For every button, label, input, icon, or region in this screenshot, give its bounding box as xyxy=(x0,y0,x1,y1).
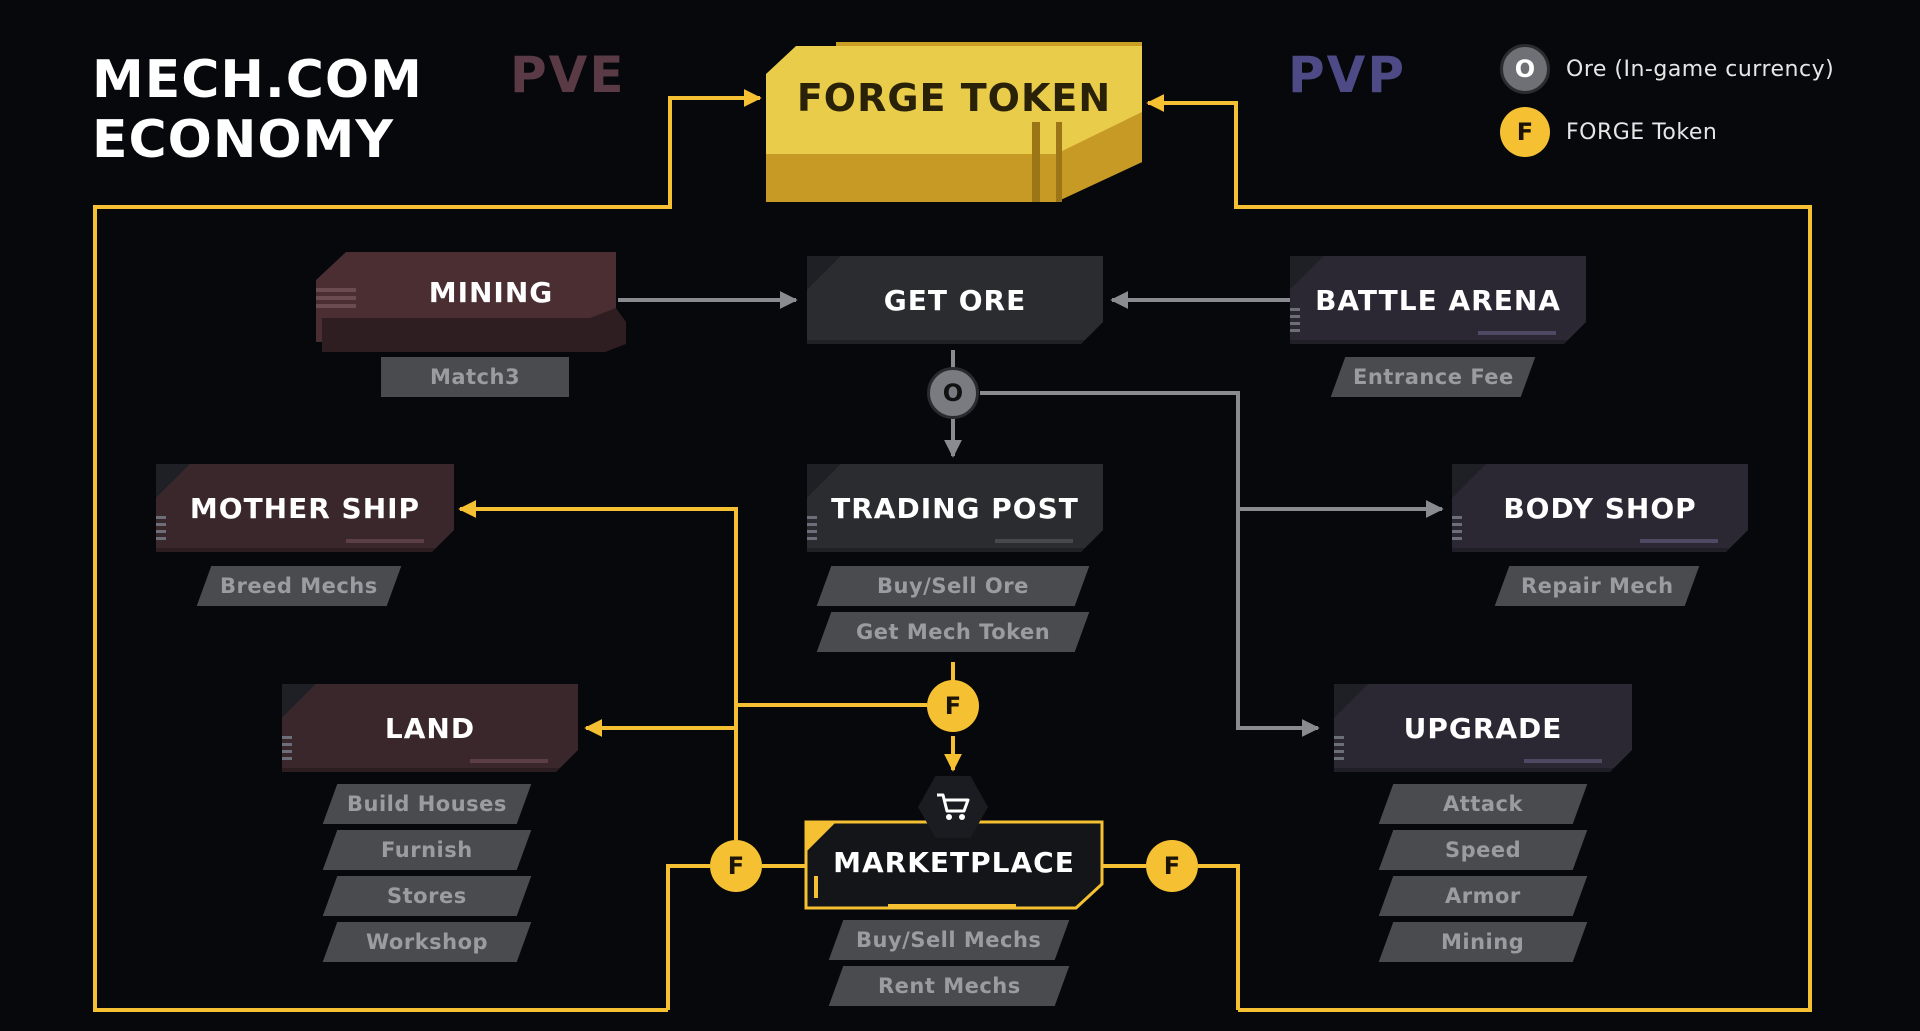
land-notch xyxy=(282,684,316,718)
battle-arena-bar xyxy=(1478,331,1556,335)
diagram-title-line-2: ECONOMY xyxy=(92,110,395,170)
forge-flow-badge-right: F xyxy=(1146,840,1198,892)
body-shop-notch xyxy=(1452,464,1486,498)
mother-ship-ticks xyxy=(156,516,166,540)
tag-stores: Stores xyxy=(322,876,532,916)
land-bar xyxy=(470,759,548,763)
diagram-title-line-1: MECH.COM xyxy=(92,50,423,110)
upgrade-node: UPGRADE xyxy=(1334,684,1632,772)
tag-furnish: Furnish xyxy=(322,830,532,870)
get-ore-notch xyxy=(807,256,841,290)
forge-flow-badge-left: F xyxy=(710,840,762,892)
ore-icon: O xyxy=(1500,44,1550,94)
battle-arena-ticks xyxy=(1290,308,1300,332)
upgrade-notch xyxy=(1334,684,1368,718)
get-ore-label: GET ORE xyxy=(883,283,1027,317)
mother-ship-notch xyxy=(156,464,190,498)
tag-rent-mechs: Rent Mechs xyxy=(828,966,1070,1006)
tag-build-houses: Build Houses xyxy=(322,784,532,824)
tag-attack: Attack xyxy=(1378,784,1588,824)
marketplace-frame xyxy=(804,820,1104,910)
tag-repair-mech: Repair Mech xyxy=(1494,566,1700,606)
ore-flow-badge: O xyxy=(927,367,979,419)
frame-left-to-forge xyxy=(93,89,762,1012)
shopping-cart-icon xyxy=(937,793,970,820)
legend-forge-label: FORGE Token xyxy=(1566,119,1718,145)
legend-forge: F FORGE Token xyxy=(1500,107,1717,157)
forge-token-label: FORGE TOKEN xyxy=(796,76,1112,120)
ore-to-upgrade-arrow xyxy=(1236,509,1320,737)
mining-node: MINING xyxy=(316,252,626,352)
trading-post-label: TRADING POST xyxy=(831,491,1079,525)
battle-arena-node: BATTLE ARENA xyxy=(1290,256,1586,344)
battle-arena-label: BATTLE ARENA xyxy=(1315,283,1561,317)
body-shop-node: BODY SHOP xyxy=(1452,464,1748,552)
get-ore-node: GET ORE xyxy=(807,256,1103,344)
tag-entrance-fee: Entrance Fee xyxy=(1330,357,1536,397)
body-shop-label: BODY SHOP xyxy=(1503,491,1697,525)
ore-to-body-shop-arrow xyxy=(980,391,1444,518)
tag-match3: Match3 xyxy=(381,357,569,397)
marketplace-node: MARKETPLACE xyxy=(804,820,1104,910)
tag-speed: Speed xyxy=(1378,830,1588,870)
pvp-zone-label: PVP xyxy=(1288,46,1406,104)
legend-ore-label: Ore (In-game currency) xyxy=(1566,56,1835,82)
trading-post-node: TRADING POST xyxy=(807,464,1103,552)
tag-buy-sell-ore: Buy/Sell Ore xyxy=(816,566,1090,606)
forge-to-land-arrow xyxy=(584,703,927,737)
tag-mining: Mining xyxy=(1378,922,1588,962)
forge-token-icon: F xyxy=(1500,107,1550,157)
legend-ore: O Ore (In-game currency) xyxy=(1500,44,1834,94)
upgrade-bar xyxy=(1524,759,1602,763)
frame-left-bottom xyxy=(666,864,710,1010)
forge-to-mothership-arrow xyxy=(458,500,738,840)
marketplace-badge xyxy=(918,776,988,838)
forge-token-bar-icon xyxy=(766,42,1142,202)
tag-armor: Armor xyxy=(1378,876,1588,916)
upgrade-ticks xyxy=(1334,736,1344,760)
trading-post-bar xyxy=(995,539,1073,543)
mother-ship-node: MOTHER SHIP xyxy=(156,464,454,552)
mining-label: MINING xyxy=(428,276,554,309)
frame-right-to-forge xyxy=(1146,94,1812,1012)
battle-arena-notch xyxy=(1290,256,1324,290)
body-shop-bar xyxy=(1640,539,1718,543)
tag-buy-sell-mechs: Buy/Sell Mechs xyxy=(828,920,1070,960)
tag-breed-mechs: Breed Mechs xyxy=(196,566,402,606)
trading-post-notch xyxy=(807,464,841,498)
land-ticks xyxy=(282,736,292,760)
pve-zone-label: PVE xyxy=(510,46,626,104)
upgrade-label: UPGRADE xyxy=(1403,711,1563,745)
tag-get-mech-token: Get Mech Token xyxy=(816,612,1090,652)
forge-token-block: FORGE TOKEN xyxy=(766,42,1142,202)
mother-ship-bar xyxy=(346,539,424,543)
body-shop-ticks xyxy=(1452,516,1462,540)
land-node: LAND xyxy=(282,684,578,772)
tag-workshop: Workshop xyxy=(322,922,532,962)
marketplace-label: MARKETPLACE xyxy=(833,846,1075,879)
land-label: LAND xyxy=(384,711,476,745)
mother-ship-label: MOTHER SHIP xyxy=(189,491,421,525)
frame-right-bottom xyxy=(1198,864,1240,1010)
trading-post-ticks xyxy=(807,516,817,540)
mining-block-icon xyxy=(316,252,626,352)
forge-flow-badge-center: F xyxy=(927,680,979,732)
